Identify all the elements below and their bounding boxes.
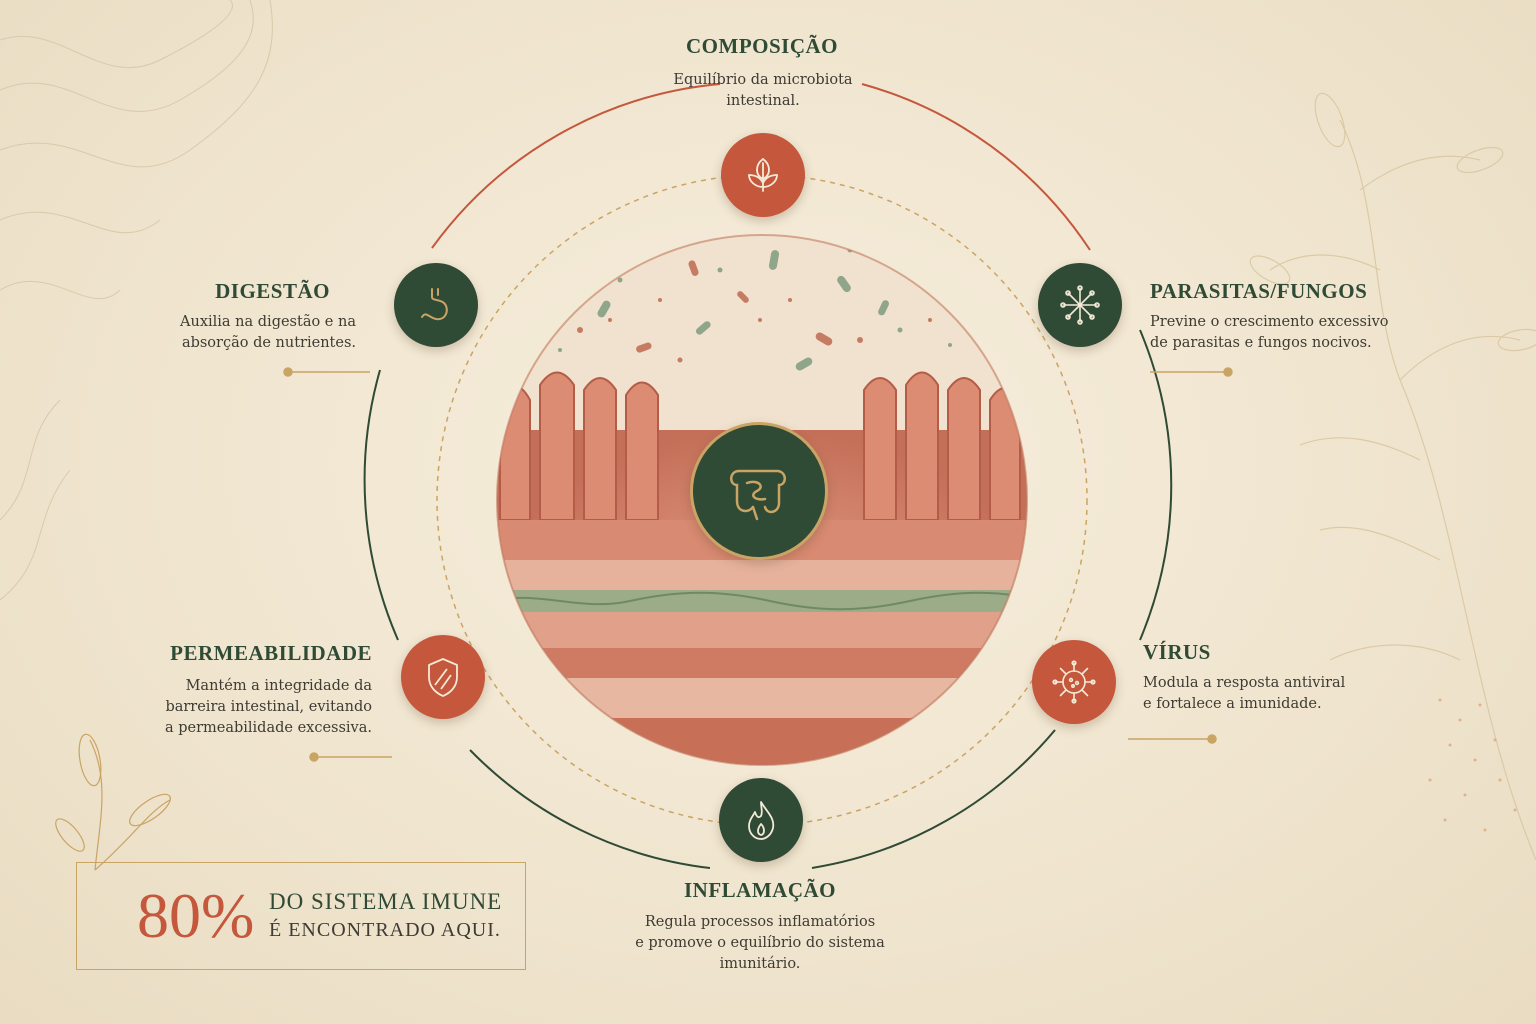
permeabilidade-desc-3: a permeabilidade excessiva. [164, 720, 372, 736]
inflamacao-desc-3: imunitário. [719, 956, 801, 972]
stat-percentage: 80% [137, 880, 255, 951]
decorative-dots [1428, 698, 1517, 832]
stat-line-2: É ENCONTRADO AQUI. [269, 919, 501, 941]
spore-icon [1060, 285, 1100, 325]
permeabilidade-desc-2: barreira intestinal, evitando [165, 699, 372, 715]
composicao-icon-button [721, 133, 805, 217]
disc-outline [496, 234, 1028, 766]
shield-icon [428, 658, 458, 697]
digestao-desc-2: absorção de nutrientes. [181, 335, 356, 351]
immune-stat-box: 80% DO SISTEMA IMUNE É ENCONTRADO AQUI. [76, 862, 526, 970]
parasitas-title: PARASITAS/FUNGOS [1150, 279, 1368, 303]
virus-title: VÍRUS [1143, 640, 1211, 664]
outer-ring [363, 83, 1173, 869]
decorative-branch [1249, 92, 1536, 861]
pointer-lines [283, 367, 1233, 762]
virus-icon-button [1032, 640, 1116, 724]
inflamacao-desc-1: Regula processos inflamatórios [644, 914, 876, 930]
permeabilidade-icon-button [401, 635, 485, 719]
microbiota-particles [558, 247, 952, 371]
permeabilidade-desc-1: Mantém a integridade da [185, 678, 372, 694]
inflamacao-title: INFLAMAÇÃO [684, 878, 836, 902]
virus-desc-1: Modula a resposta antiviral [1143, 675, 1346, 691]
decorative-leaves [55, 733, 171, 871]
virus-desc-2: e fortalece a imunidade. [1143, 696, 1322, 712]
digestao-title: DIGESTÃO [215, 279, 330, 303]
digestao-icon-button [394, 263, 478, 347]
permeabilidade-title: PERMEABILIDADE [170, 641, 372, 665]
stat-line-1: DO SISTEMA IMUNE [269, 889, 503, 914]
intestinal-villi [499, 371, 1021, 521]
parasitas-icon-button [1038, 263, 1122, 347]
inflamacao-desc-2: e promove o equilíbrio do sistema [635, 935, 885, 951]
composicao-title: COMPOSIÇÃO [686, 34, 838, 58]
parasitas-desc-1: Previne o crescimento excessivo [1150, 314, 1389, 330]
leaf-icon [748, 157, 778, 192]
inflamacao-icon-button [719, 778, 803, 862]
digestao-desc-1: Auxilia na digestão e na [180, 314, 356, 330]
parasitas-desc-2: de parasitas e fungos nocivos. [1150, 335, 1372, 351]
virus-icon [1052, 660, 1096, 704]
intestine-icon [730, 469, 786, 521]
center-intestine-badge [690, 422, 828, 560]
stomach-icon [421, 288, 448, 321]
decorative-waves [0, 0, 273, 601]
composicao-desc: Equilíbrio da microbiota intestinal. [673, 72, 853, 109]
flame-icon [748, 801, 775, 840]
tissue-layers [497, 520, 1027, 765]
